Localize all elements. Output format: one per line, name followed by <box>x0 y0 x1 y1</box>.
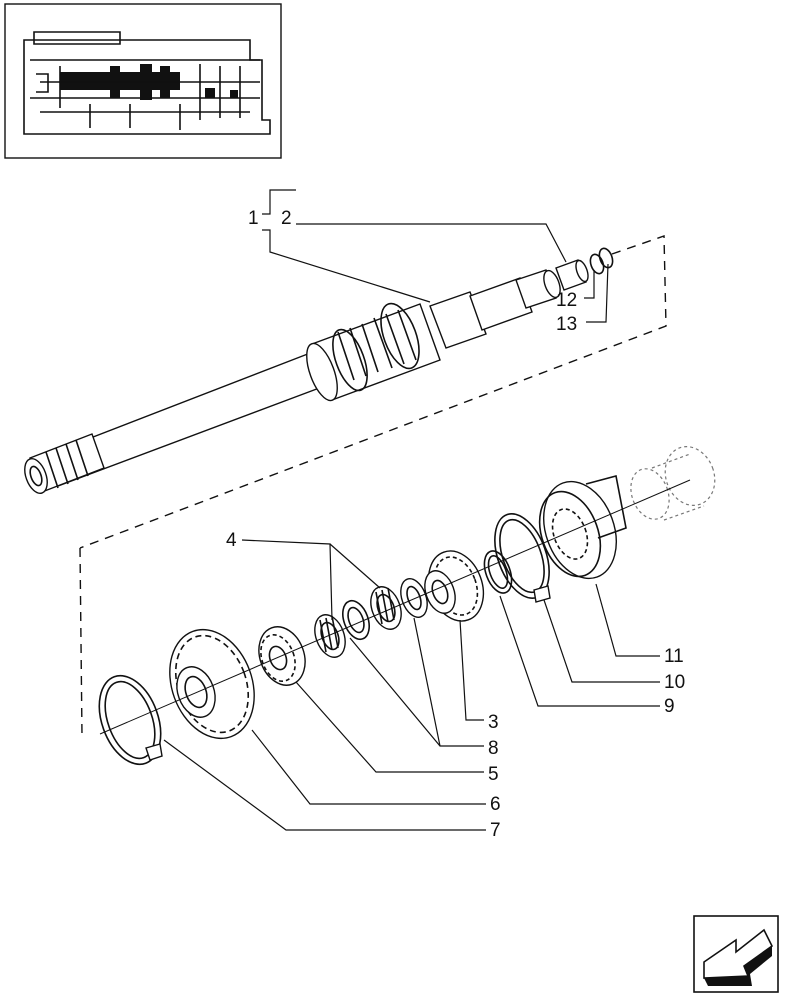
needle-bearing-part-4a <box>314 614 346 658</box>
group-boundary-upper <box>79 235 667 549</box>
ring-part-9 <box>483 550 513 594</box>
bush-and-rings <box>555 247 614 291</box>
main-shaft <box>24 269 561 494</box>
callout-labels: 1 2 3 4 5 6 7 8 9 10 11 12 13 <box>226 208 685 841</box>
circlip-part-7 <box>98 674 163 766</box>
callout-4: 4 <box>226 530 237 551</box>
leader-lines <box>163 189 660 831</box>
callout-13: 13 <box>556 314 577 335</box>
callout-7: 7 <box>490 820 501 841</box>
gear-part-3 <box>424 550 485 622</box>
callout-8: 8 <box>488 738 499 759</box>
callout-1: 1 <box>248 208 259 229</box>
gear-part-6 <box>169 628 255 740</box>
transmission-section-thumbnail-icon <box>4 3 282 159</box>
callout-12: 12 <box>556 290 577 311</box>
needle-bearing-part-4b <box>370 586 402 630</box>
washer-part-8 <box>342 599 370 641</box>
callout-11: 11 <box>664 646 684 667</box>
callout-5: 5 <box>488 764 499 785</box>
callout-6: 6 <box>490 794 501 815</box>
hub-ghost <box>630 446 716 521</box>
next-page-arrow-icon[interactable] <box>693 915 779 993</box>
group-boundary-lower <box>79 547 83 737</box>
callout-9: 9 <box>664 696 675 717</box>
callout-2: 2 <box>281 208 292 229</box>
callout-10: 10 <box>664 672 685 693</box>
assembly-axis <box>99 479 691 735</box>
callout-3: 3 <box>488 712 499 733</box>
